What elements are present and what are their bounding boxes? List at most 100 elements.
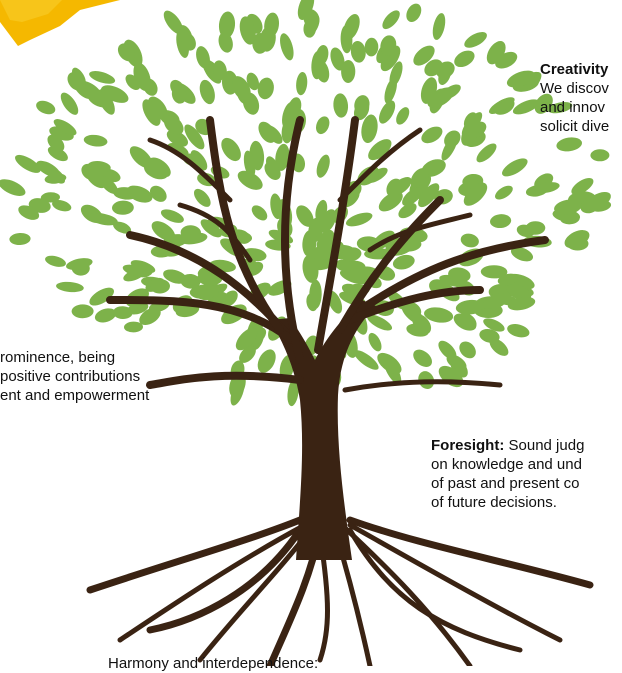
harmony-line-1: Harmony and interdependence: <box>108 655 319 672</box>
leaf <box>461 112 483 137</box>
leaf <box>127 302 149 315</box>
leaf <box>583 192 611 212</box>
leaf <box>166 129 189 147</box>
leaf <box>83 134 108 147</box>
leaf <box>446 354 467 371</box>
leaf <box>235 327 258 351</box>
leaf <box>389 61 403 87</box>
leaf <box>142 99 161 126</box>
leaf <box>47 146 68 162</box>
leaf <box>364 37 379 57</box>
root <box>347 527 523 653</box>
branch <box>336 196 444 334</box>
leaf <box>280 33 294 61</box>
leaf <box>319 209 337 233</box>
leaf <box>379 100 396 124</box>
leaf <box>490 214 512 229</box>
leaf <box>196 46 210 69</box>
branch <box>342 379 503 393</box>
leaf <box>190 150 208 171</box>
leaf <box>345 212 373 227</box>
leaf <box>366 167 388 183</box>
leaf <box>243 150 256 178</box>
leaf <box>554 199 582 215</box>
leaf <box>40 192 60 203</box>
leaf <box>454 50 475 68</box>
tree-trunk <box>106 116 549 560</box>
leaf <box>15 154 41 173</box>
leaf <box>462 300 487 311</box>
leaf <box>410 168 427 188</box>
leaf <box>386 178 403 198</box>
leaf <box>179 232 208 245</box>
leaf <box>67 72 86 91</box>
leaf <box>112 200 134 215</box>
root <box>86 516 304 594</box>
leaf <box>368 332 382 352</box>
foresight-value-text: Foresight: Sound judg on knowledge and u… <box>431 436 584 512</box>
leaf <box>330 47 345 71</box>
leaf <box>380 35 397 56</box>
leaf <box>525 72 542 89</box>
leaf <box>36 100 56 115</box>
leaf <box>525 221 546 235</box>
leaf <box>60 92 79 115</box>
leaf <box>218 11 236 39</box>
leaf <box>160 209 184 223</box>
root <box>117 522 308 643</box>
leaf <box>382 10 400 30</box>
leaf <box>100 85 129 103</box>
leaf <box>151 221 176 241</box>
leaf <box>66 258 93 270</box>
leaf <box>495 185 513 200</box>
branch <box>346 286 484 324</box>
leaf <box>296 71 308 96</box>
leaf <box>150 279 170 294</box>
leaf <box>479 328 500 343</box>
leaf <box>99 176 118 194</box>
leaf <box>377 352 402 374</box>
leaf <box>534 182 560 194</box>
leaf <box>448 267 471 283</box>
leaf <box>36 160 60 178</box>
leaf <box>259 26 276 52</box>
leaf <box>302 254 319 283</box>
leaf <box>270 193 283 220</box>
leaf <box>287 378 299 407</box>
leaf <box>257 349 276 373</box>
leaf <box>306 293 318 312</box>
leaf <box>367 314 393 331</box>
foresight-heading: Foresight: <box>431 437 505 454</box>
leaf <box>308 217 322 239</box>
leaf <box>163 115 184 135</box>
branch <box>106 296 296 344</box>
branch <box>356 236 549 314</box>
leaf <box>257 77 274 100</box>
leaf <box>87 90 113 108</box>
leaf <box>476 143 497 163</box>
leaf <box>89 71 116 84</box>
leaf <box>218 32 233 53</box>
leaf <box>125 74 141 91</box>
leaf <box>488 97 515 114</box>
leaf <box>444 130 461 148</box>
leaf <box>251 205 268 221</box>
foresight-line-1: Sound judg <box>504 437 585 454</box>
leaf <box>506 283 532 301</box>
leaf <box>232 76 251 101</box>
leadership-line-2: positive contributions <box>0 368 141 385</box>
leaf <box>420 77 438 104</box>
leaf <box>506 70 536 88</box>
leaf <box>354 350 379 370</box>
branch <box>177 202 253 263</box>
leaf <box>180 32 196 51</box>
leaf <box>184 124 205 150</box>
leaf <box>368 139 392 161</box>
leaf <box>412 313 432 335</box>
branch <box>314 116 359 354</box>
leaf <box>180 273 201 289</box>
leaf <box>512 99 540 115</box>
leaf <box>421 159 446 177</box>
leaf <box>239 16 256 45</box>
